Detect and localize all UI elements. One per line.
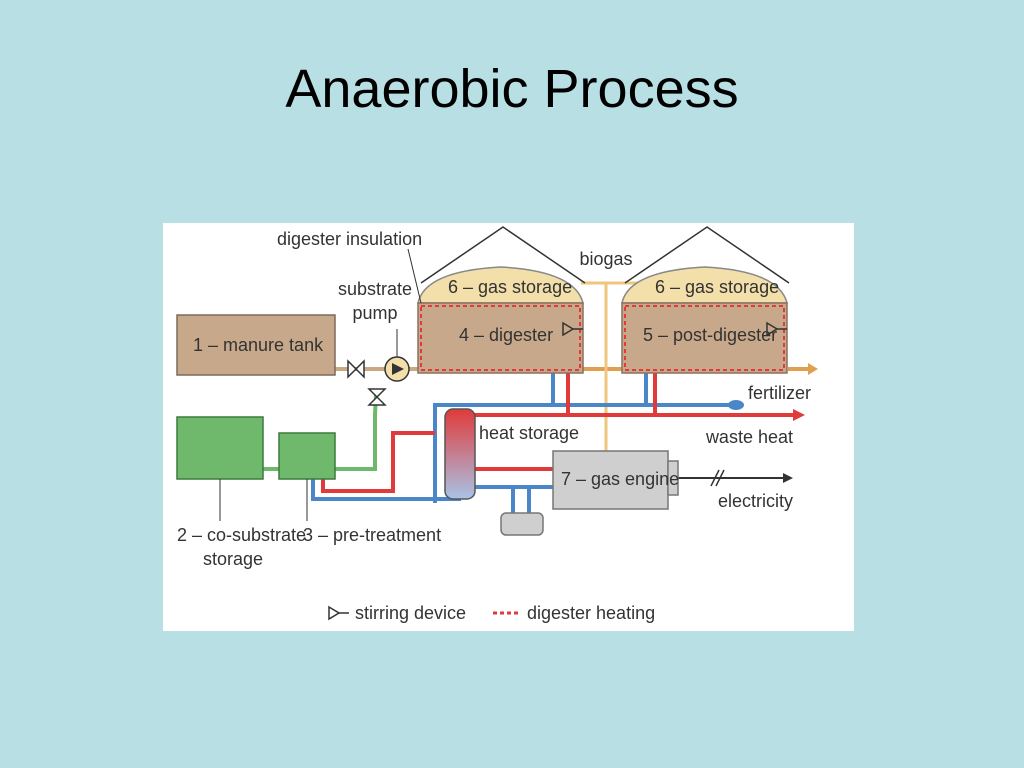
co-substrate-storage (176, 416, 264, 480)
manure-tank-label: 1 – manure tank (193, 335, 324, 355)
substrate-pump-label-line1: substrate (338, 279, 412, 299)
process-diagram-svg: 1 – manure tank 2 – co-substrate storage… (176, 226, 818, 623)
substrate-pump-label-line2: pump (352, 303, 397, 323)
cold-water-pipe-digester (551, 369, 648, 405)
stirring-device-icon-2 (766, 321, 787, 337)
slide-title: Anaerobic Process (285, 59, 739, 119)
stirring-device-icon (562, 321, 583, 337)
electricity-arrow (783, 473, 793, 483)
electricity-label: electricity (718, 491, 793, 511)
legend-stirring-label: stirring device (355, 603, 466, 623)
digester-label: 4 – digester (459, 325, 553, 345)
fertilizer-out-arrow (808, 363, 818, 375)
heat-storage-tank (444, 408, 476, 500)
heat-storage-label: heat storage (479, 423, 579, 443)
manure-tank (176, 314, 336, 376)
electricity-break-mark (710, 469, 720, 487)
gas-engine-label: 7 – gas engine (561, 469, 679, 489)
valve-icon (347, 359, 365, 379)
hot-water-pipe-digester (566, 369, 657, 415)
gas-storage-left-label: 6 – gas storage (448, 277, 572, 297)
fertilizer-label: fertilizer (748, 383, 811, 403)
legend-stirring-icon (328, 605, 349, 621)
legend-heating-label: digester heating (527, 603, 655, 623)
pre-treatment-box (278, 432, 336, 480)
post-digester-unit (621, 226, 790, 374)
digester-insulation-label: digester insulation (277, 229, 422, 249)
co-substrate-label-line2: storage (203, 549, 263, 569)
process-diagram: 1 – manure tank 2 – co-substrate storage… (163, 223, 854, 631)
digester-unit (417, 226, 586, 374)
gas-engine (552, 450, 669, 510)
radiator (500, 512, 544, 536)
valve-vertical-icon (367, 388, 387, 406)
cold-water-pipe-main (433, 403, 733, 503)
cold-water-pipe-engine (475, 485, 553, 513)
biogas-label: biogas (579, 249, 632, 269)
post-digester-label: 5 – post-digester (643, 325, 777, 345)
waste-heat-arrow (793, 409, 805, 421)
gas-storage-right-label: 6 – gas storage (655, 277, 779, 297)
pre-treatment-label: 3 – pre-treatment (303, 525, 441, 545)
pump-arrow-icon (392, 363, 404, 375)
waste-heat-label: waste heat (705, 427, 793, 447)
gas-engine-end (667, 460, 679, 496)
co-substrate-label-line1: 2 – co-substrate (177, 525, 306, 545)
fertilizer-outlet (728, 400, 744, 410)
hot-water-pipe-pretreatment (321, 431, 435, 493)
electricity-break-mark-2 (715, 469, 725, 487)
insulation-leader (407, 248, 422, 304)
